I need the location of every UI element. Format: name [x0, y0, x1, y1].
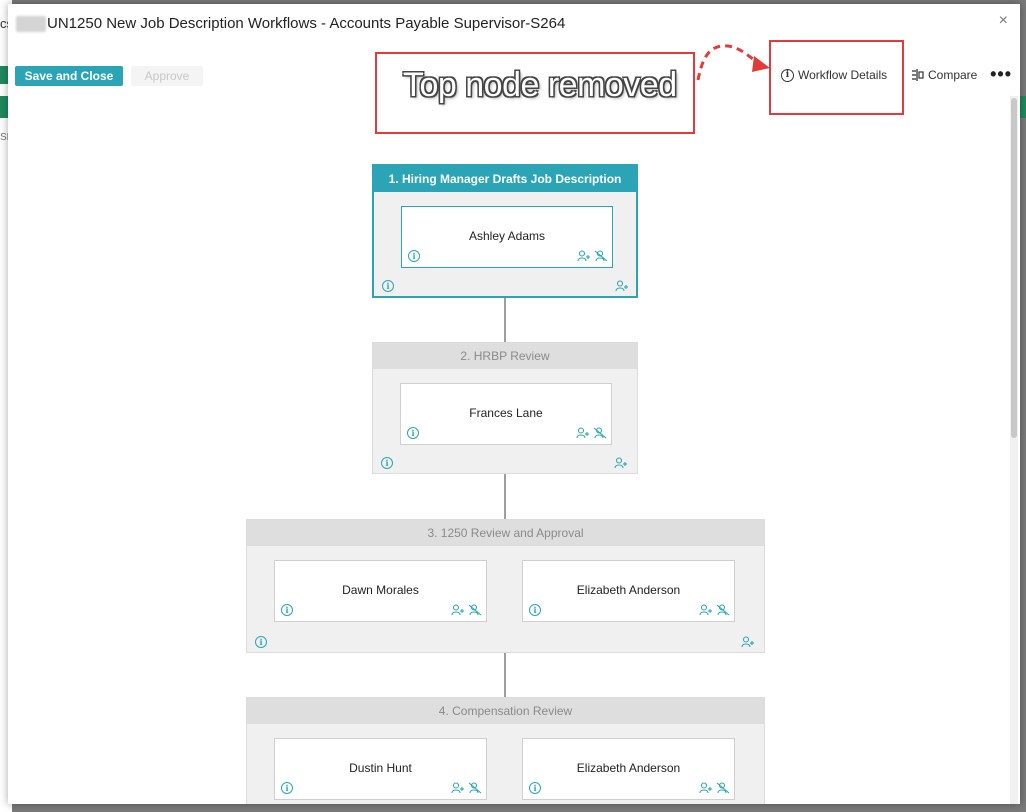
add-user-icon[interactable] [699, 782, 713, 794]
assignee-card[interactable]: Elizabeth Anderson i [522, 560, 735, 622]
stage-title: 2. HRBP Review [373, 343, 637, 369]
workflow-stage-4[interactable]: 4. Compensation Review Dustin Hunt i Eli… [246, 697, 765, 804]
remove-user-icon[interactable] [716, 782, 730, 794]
info-icon[interactable]: i [407, 427, 419, 439]
close-button[interactable]: × [998, 12, 1008, 29]
add-user-icon[interactable] [614, 457, 628, 469]
info-icon[interactable]: i [382, 280, 394, 292]
assignee-card[interactable]: Dustin Hunt i [274, 738, 487, 800]
add-user-icon[interactable] [741, 636, 755, 648]
connector-line [504, 474, 506, 520]
workflow-modal: UN1250 New Job Description Workflows - A… [8, 4, 1020, 804]
scrollbar-thumb[interactable] [1011, 98, 1017, 438]
assignee-card[interactable]: Frances Lane i [400, 383, 612, 445]
remove-user-icon[interactable] [594, 250, 608, 262]
annotation-highlight-box [769, 40, 904, 115]
assignee-name: Elizabeth Anderson [576, 761, 681, 775]
assignee-card[interactable]: Elizabeth Anderson i [522, 738, 735, 800]
modal-toolbar: Save and Close Approve i Workflow Detail… [8, 62, 1020, 90]
assignee-name: Ashley Adams [468, 229, 546, 243]
compare-button[interactable]: Compare [910, 68, 977, 82]
add-user-icon[interactable] [576, 427, 590, 439]
stage-title: 1. Hiring Manager Drafts Job Description [374, 166, 636, 192]
add-user-icon[interactable] [615, 280, 629, 292]
workflow-stage-3[interactable]: 3. 1250 Review and Approval Dawn Morales… [246, 519, 765, 653]
stage-title: 3. 1250 Review and Approval [247, 520, 764, 546]
workflow-details-label: Workflow Details [798, 68, 888, 82]
more-options-button[interactable]: ••• [990, 64, 1012, 84]
approve-button[interactable]: Approve [131, 66, 203, 86]
info-icon[interactable]: i [281, 604, 293, 616]
annotation-callout-box: Top node removed [375, 52, 695, 134]
info-icon[interactable]: i [281, 782, 293, 794]
remove-user-icon[interactable] [468, 604, 482, 616]
redacted-prefix [16, 16, 46, 32]
scrollbar[interactable] [1010, 96, 1018, 804]
add-user-icon[interactable] [451, 604, 465, 616]
save-and-close-button[interactable]: Save and Close [15, 66, 123, 86]
background-text-fragment-2: SL [0, 132, 13, 143]
connector-line [504, 652, 506, 698]
assignee-card[interactable]: Dawn Morales i [274, 560, 487, 622]
info-icon[interactable]: i [408, 250, 420, 262]
modal-title-bar: UN1250 New Job Description Workflows - A… [8, 4, 1020, 44]
assignee-name: Frances Lane [469, 406, 543, 420]
add-user-icon[interactable] [451, 782, 465, 794]
info-icon[interactable]: i [529, 604, 541, 616]
remove-user-icon[interactable] [716, 604, 730, 616]
info-icon[interactable]: i [255, 636, 267, 648]
compare-label: Compare [928, 68, 978, 82]
info-icon: i [781, 68, 794, 82]
add-user-icon[interactable] [577, 250, 591, 262]
assignee-card[interactable]: Ashley Adams i [401, 206, 613, 268]
workflow-stage-1[interactable]: 1. Hiring Manager Drafts Job Description… [372, 164, 638, 298]
assignee-name: Dustin Hunt [349, 761, 412, 775]
remove-user-icon[interactable] [468, 782, 482, 794]
annotation-text: Top node removed [403, 66, 677, 104]
info-icon[interactable]: i [381, 457, 393, 469]
annotation-arrow [696, 44, 770, 81]
assignee-name: Elizabeth Anderson [576, 583, 681, 597]
workflow-details-button[interactable]: i Workflow Details [781, 68, 887, 82]
connector-line [504, 297, 506, 343]
info-icon[interactable]: i [529, 782, 541, 794]
add-user-icon[interactable] [699, 604, 713, 616]
workflow-stage-2[interactable]: 2. HRBP Review Frances Lane i i [372, 342, 638, 474]
compare-icon [912, 69, 924, 81]
remove-user-icon[interactable] [593, 427, 607, 439]
modal-title: UN1250 New Job Description Workflows - A… [47, 15, 566, 32]
assignee-name: Dawn Morales [342, 583, 419, 597]
stage-title: 4. Compensation Review [247, 698, 764, 724]
